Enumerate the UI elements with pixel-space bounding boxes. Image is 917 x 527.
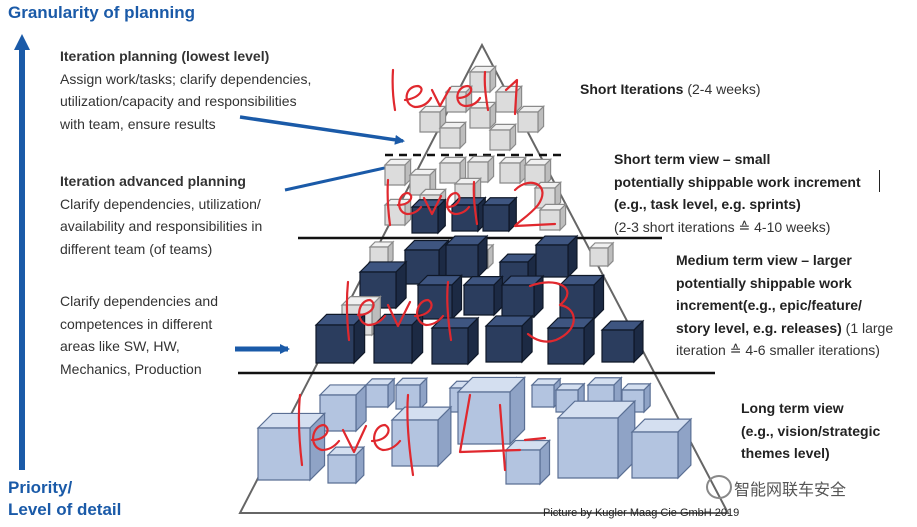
left-block-2-line: Clarify dependencies, utilization/ (60, 195, 261, 212)
level-3-line-bold: story level, e.g. releases) (676, 319, 842, 336)
level-1-heading: Short Iterations (580, 81, 684, 97)
mid-cube (326, 445, 366, 485)
dark-cube (500, 274, 545, 319)
picture-credit: Picture by Kugler Maag Cie GmbH 2019 (543, 507, 740, 519)
level-2-line: potentially shippable work increment (614, 173, 861, 190)
light-cube (466, 154, 496, 184)
wechat-icon (706, 475, 732, 499)
light-cube (516, 104, 546, 134)
mid-cube (556, 399, 637, 480)
left-block-1-title: Iteration planning (lowest level) (60, 48, 270, 64)
level-3-duration: iteration ≙ 4-6 smaller iterations) (676, 342, 880, 358)
dark-cube (430, 316, 480, 366)
light-cube (368, 240, 395, 267)
axis-bottom-label-1: Priority/ (8, 478, 73, 497)
level-2-duration: (2-3 short iterations ≙ 4-10 weeks) (614, 218, 831, 235)
cube-stack (256, 64, 693, 486)
dark-cube (416, 274, 463, 321)
handwriting-level3 (345, 280, 575, 343)
light-cube (538, 202, 568, 232)
dark-cube (600, 319, 645, 364)
level-4-line: Long term view (741, 400, 844, 416)
dark-cube (484, 314, 534, 364)
level-2-line: (e.g., task level, e.g. sprints) (614, 196, 801, 212)
left-block-3-line: competences in different (60, 315, 213, 332)
light-cube (468, 64, 498, 94)
right-level-3-text: Medium term view – larger potentially sh… (676, 249, 916, 362)
light-cube (498, 155, 528, 185)
level-4-line: themes level) (741, 445, 830, 461)
mid-cube (364, 377, 396, 409)
light-cube (468, 100, 498, 130)
right-level-4-text: Long term view (e.g., vision/strategic t… (741, 397, 911, 465)
handwriting-level1 (391, 68, 519, 116)
dark-cube (481, 196, 518, 233)
text-cursor (879, 170, 880, 192)
dark-cube (410, 198, 447, 235)
mid-cube (256, 411, 327, 482)
light-cube (523, 157, 553, 187)
right-level-2-text: Short term view – small potentially ship… (614, 148, 914, 238)
handwriting-annotations (297, 68, 575, 477)
left-block-2-line: different team (of teams) (60, 240, 213, 257)
right-level-1-text: Short Iterations (2-4 weeks) (580, 78, 910, 101)
light-cube (588, 241, 615, 268)
handwriting-level4 (297, 393, 547, 477)
level-3-line: increment(e.g., epic/feature/ (676, 297, 862, 313)
axis-bottom-label-2: Level of detail (8, 500, 122, 519)
level-3-line: Medium term view – larger (676, 252, 852, 268)
light-cube (494, 84, 524, 114)
arrow-to-level-2 (284, 161, 400, 192)
arrow-to-level-1 (239, 115, 405, 145)
light-cube (488, 122, 518, 152)
level-4-line: (e.g., vision/strategic (741, 422, 881, 439)
left-block-3-line: Mechanics, Production (60, 360, 202, 377)
mid-cube (390, 405, 453, 468)
left-block-1-line: Assign work/tasks; clarify dependencies, (60, 70, 312, 87)
level-3-line-rest: (1 large (841, 319, 894, 336)
dark-cube (462, 275, 504, 317)
dark-cube (372, 312, 425, 365)
axis-top-label: Granularity of planning (8, 3, 196, 22)
left-block-3-line: Clarify dependencies and (60, 293, 218, 309)
left-block-3-line: areas like SW, HW, (60, 338, 180, 354)
dark-cube (444, 234, 489, 279)
left-block-iteration-planning: Iteration planning (lowest level) Assign… (60, 45, 360, 135)
light-cube (438, 120, 468, 150)
left-block-1-line: with team, ensure results (60, 115, 216, 132)
watermark: 智能网联车安全 (734, 482, 847, 499)
mid-cube (318, 383, 368, 433)
dark-cube (546, 316, 596, 366)
level-2-line: Short term view – small (614, 151, 771, 167)
mid-cube (504, 439, 551, 486)
dark-cube (534, 234, 579, 279)
left-block-2-title: Iteration advanced planning (60, 173, 246, 189)
left-block-advanced-planning: Iteration advanced planning Clarify depe… (60, 170, 360, 260)
light-cube (383, 157, 413, 187)
left-block-dependencies: Clarify dependencies and competences in … (60, 290, 320, 380)
level-1-duration: (2-4 weeks) (683, 81, 761, 97)
dark-cube (314, 312, 367, 365)
left-block-1-line: utilization/capacity and responsibilitie… (60, 93, 297, 109)
mid-cube (630, 417, 693, 480)
handwriting-level2 (386, 178, 557, 228)
level-3-line: potentially shippable work (676, 274, 852, 291)
left-block-2-line: availability and responsibilities in (60, 218, 263, 234)
mid-cube (394, 376, 429, 411)
mid-cube (456, 375, 527, 446)
